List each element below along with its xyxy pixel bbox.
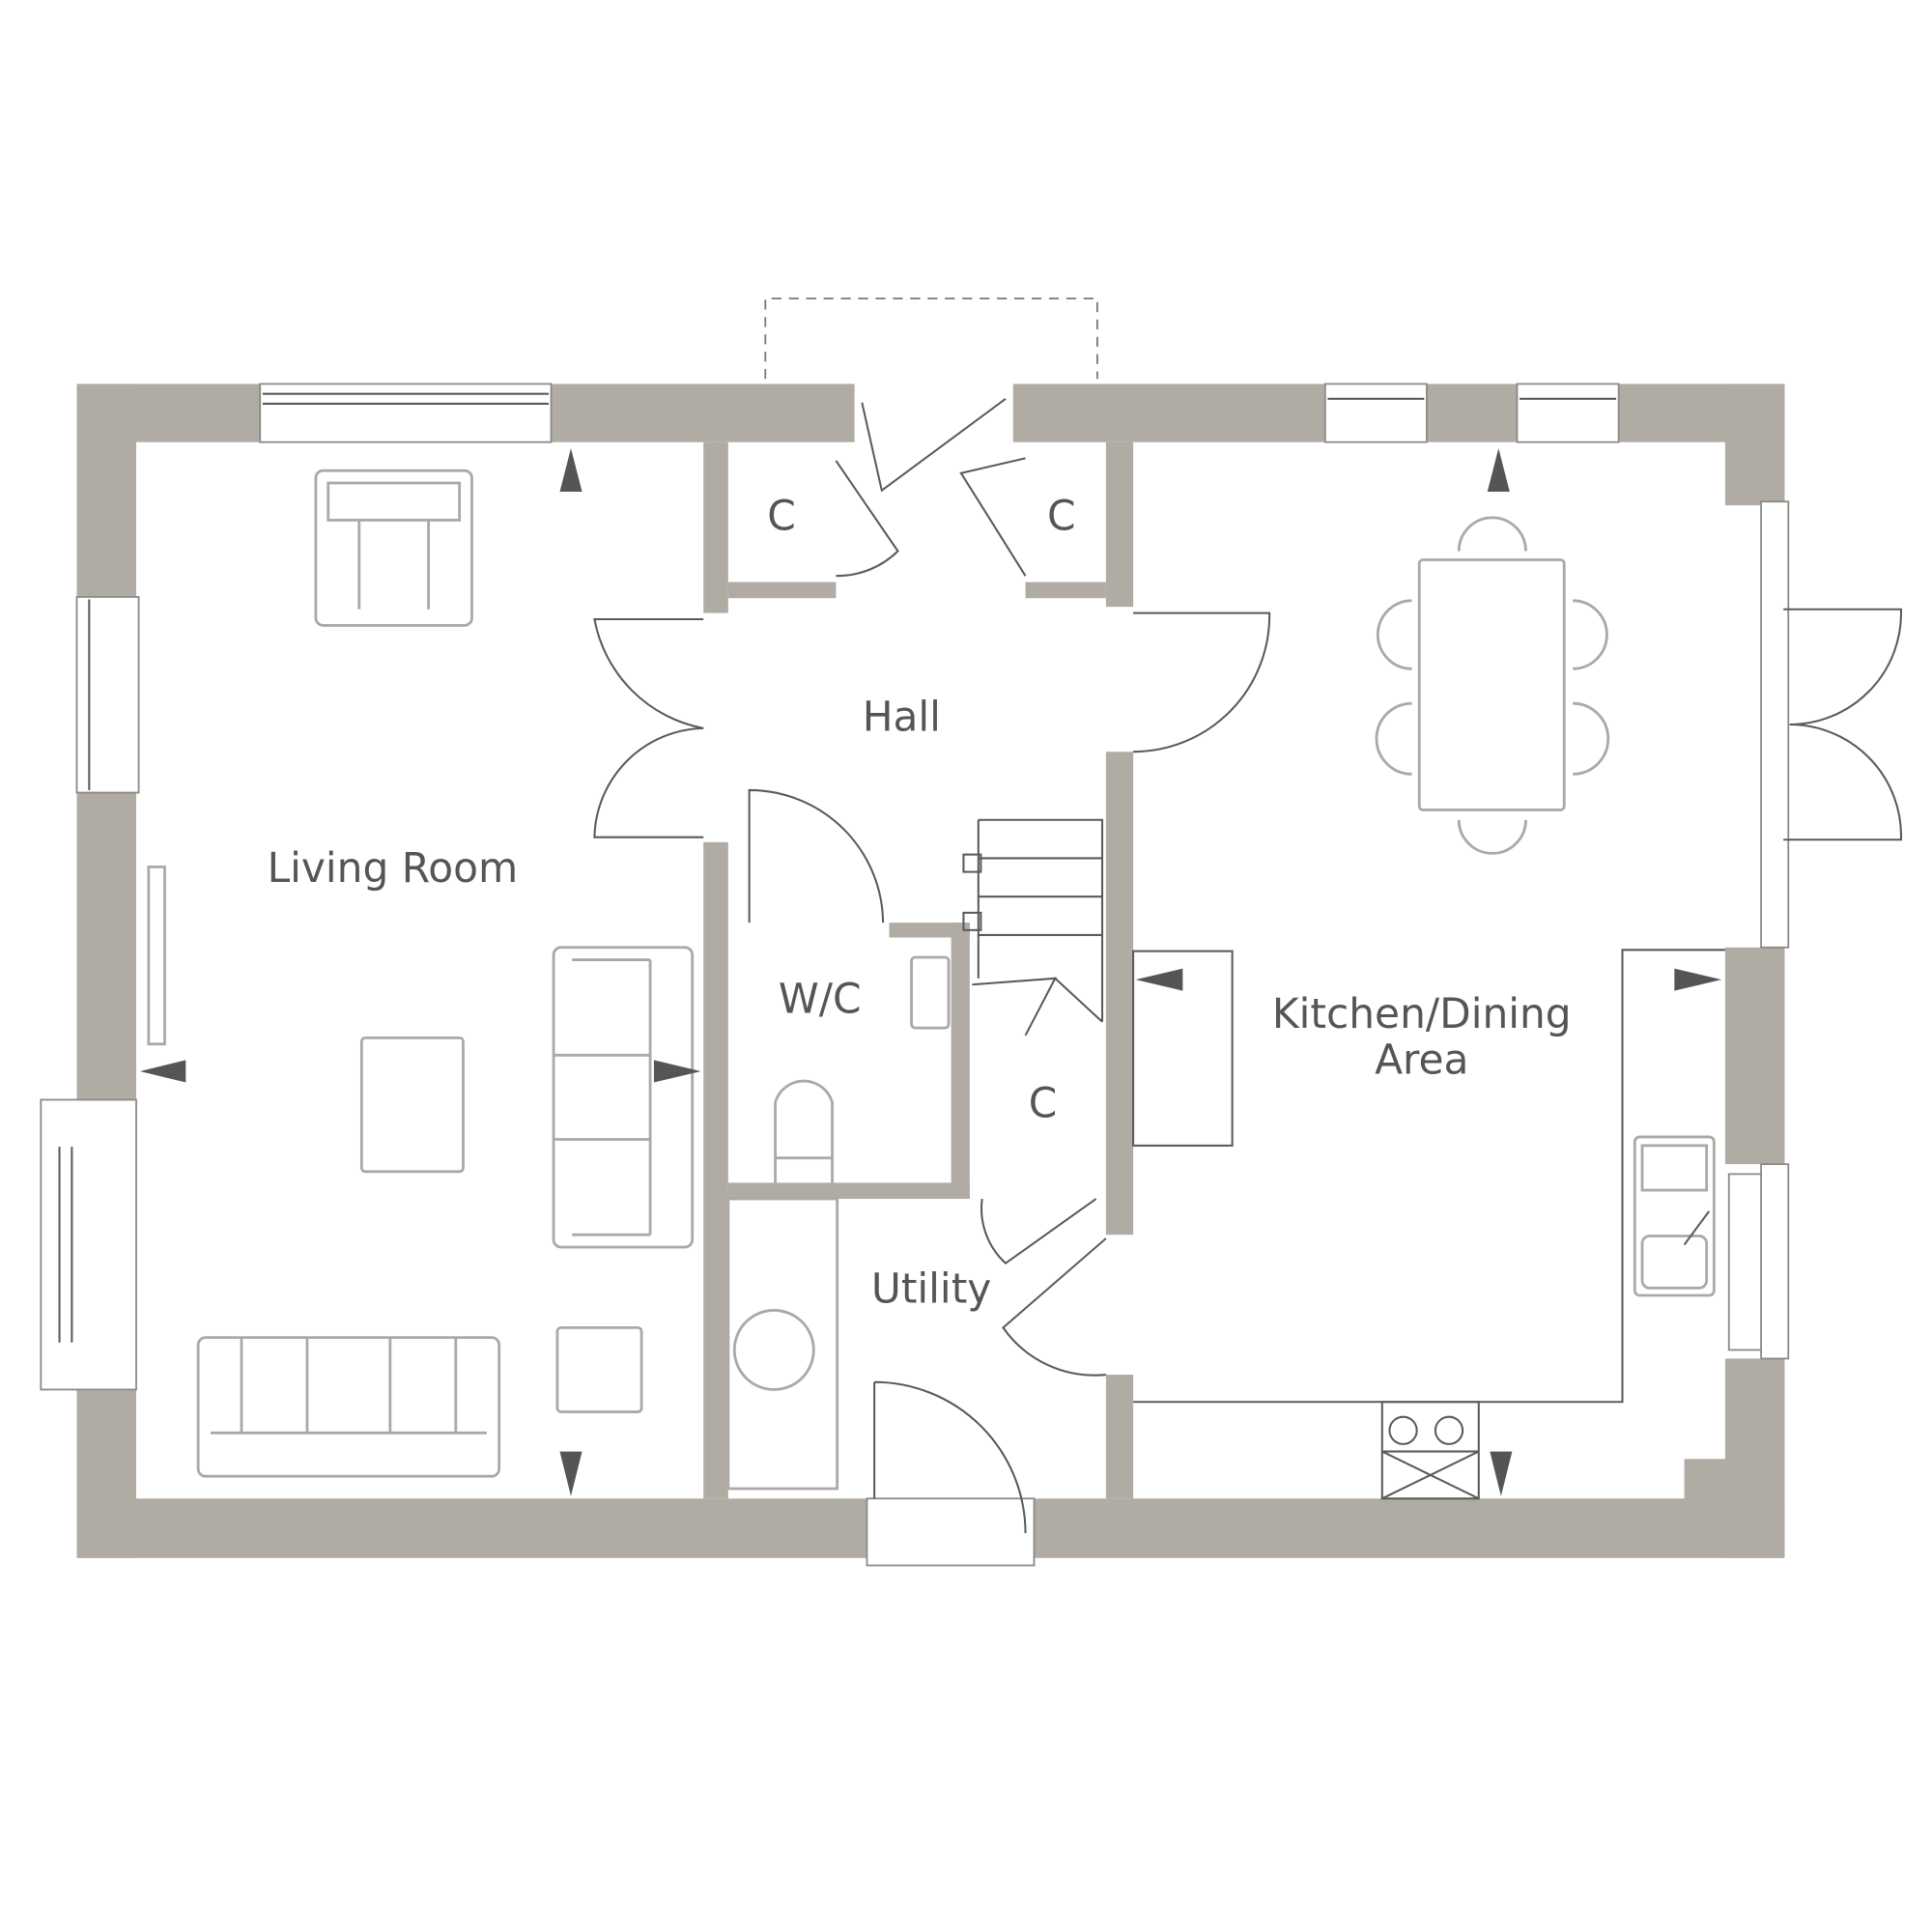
label-wc: W/C bbox=[779, 976, 862, 1023]
porch-canopy bbox=[764, 298, 1098, 380]
furniture bbox=[147, 469, 1610, 1491]
direction-arrows bbox=[139, 448, 1722, 1496]
label-cupboard-right: C bbox=[1047, 493, 1076, 540]
kitchen-units bbox=[1133, 949, 1725, 1500]
label-kitchen-area: Area bbox=[1375, 1037, 1468, 1084]
label-utility: Utility bbox=[871, 1265, 991, 1313]
label-living-room: Living Room bbox=[268, 844, 519, 892]
room-labels: Living Room Hall C C W/C C Utility Kitch… bbox=[268, 493, 1572, 1313]
label-kitchen-dining: Kitchen/Dining bbox=[1272, 990, 1572, 1037]
windows bbox=[40, 383, 1790, 1391]
stairs bbox=[962, 818, 1234, 1147]
label-cupboard-left: C bbox=[767, 493, 796, 540]
label-hall: Hall bbox=[863, 693, 941, 740]
label-cupboard-stairs: C bbox=[1029, 1079, 1058, 1126]
walls bbox=[49, 384, 1785, 1558]
doors bbox=[593, 397, 1902, 1567]
